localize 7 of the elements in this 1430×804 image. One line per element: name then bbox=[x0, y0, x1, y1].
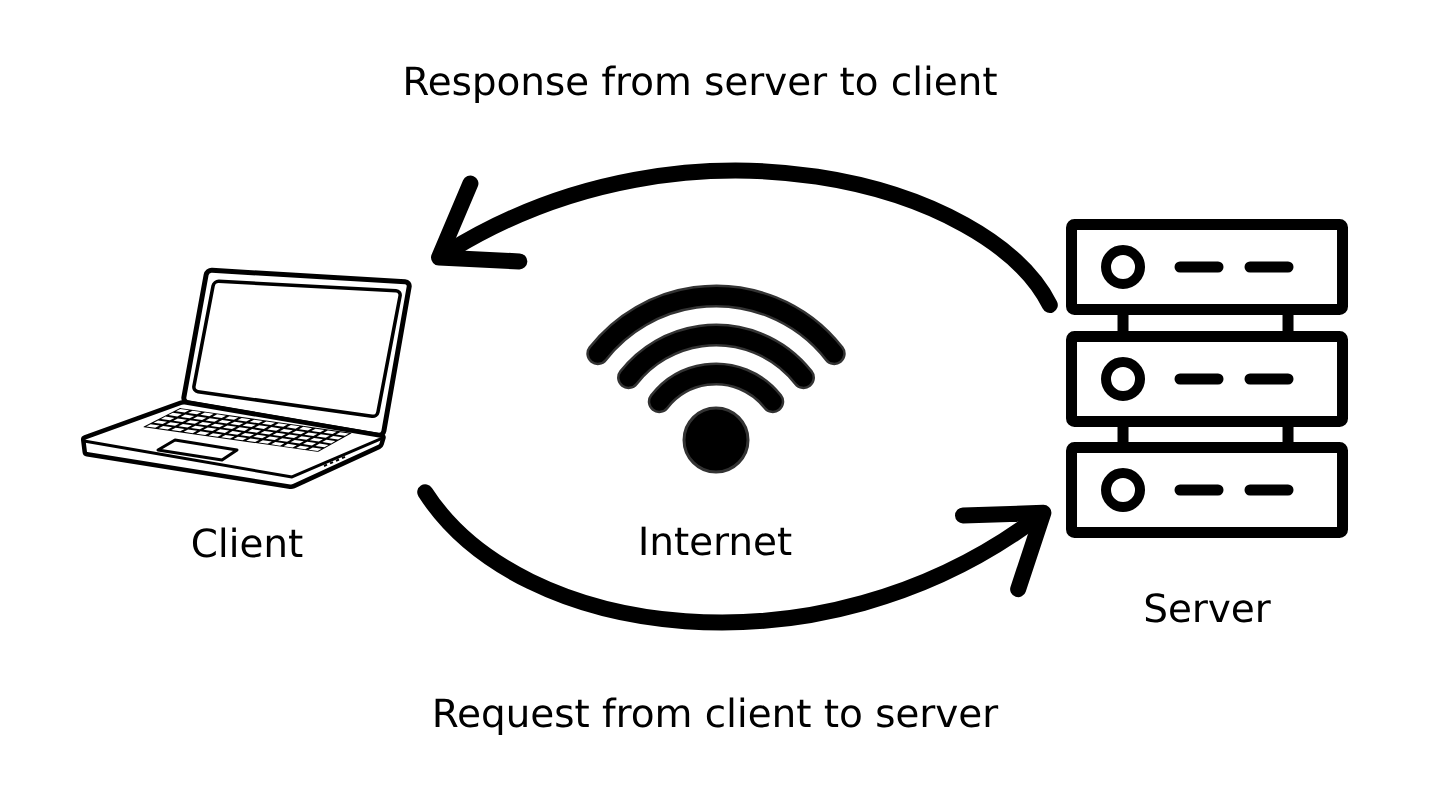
curved-arrow bbox=[417, 484, 1052, 630]
node-label: Server bbox=[1145, 593, 1271, 623]
curved-arrow bbox=[431, 163, 1058, 313]
node-label: Internet bbox=[641, 526, 792, 556]
edge-label: Response from server to client bbox=[399, 62, 1001, 107]
edge-label: Request from client to server bbox=[428, 694, 1002, 739]
node-label: Client bbox=[192, 527, 303, 558]
